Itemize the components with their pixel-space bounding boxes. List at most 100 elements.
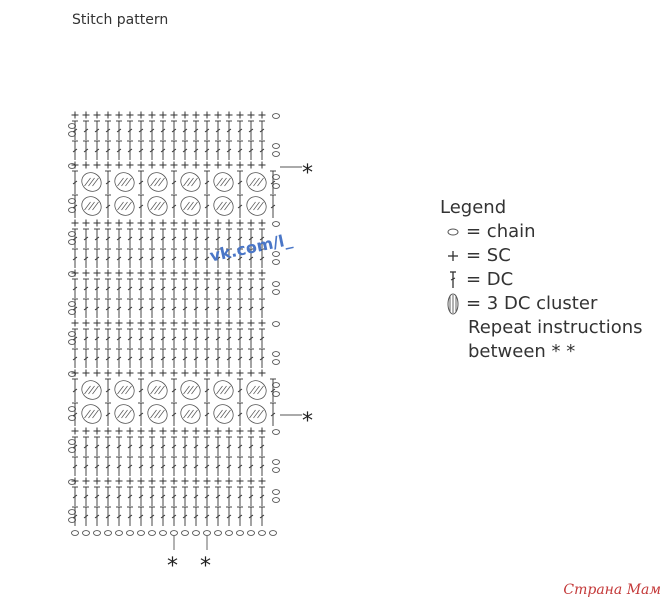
- sc-stitch: [258, 477, 266, 485]
- sc-stitch: [159, 319, 167, 327]
- dc-stitch: [105, 278, 111, 298]
- dc-stitch: [138, 486, 144, 506]
- dc-stitch: [116, 436, 122, 456]
- turning-chain: [68, 163, 76, 169]
- dc-stitch: [138, 278, 144, 298]
- dc-stitch: [259, 298, 265, 318]
- cluster-icon: [440, 292, 466, 316]
- dc-stitch: [127, 436, 133, 456]
- dc-stitch: [105, 194, 111, 218]
- dc-stitch: [138, 328, 144, 348]
- dc-stitch: [259, 278, 265, 298]
- dc-stitch: [237, 140, 243, 160]
- turning-chain: [68, 517, 76, 523]
- turning-chain: [68, 415, 76, 421]
- sc-stitch: [159, 269, 167, 277]
- sc-stitch: [159, 111, 167, 119]
- dc-stitch: [72, 140, 78, 160]
- dc-stitch: [226, 506, 232, 526]
- dc-stitch: [248, 140, 254, 160]
- dc-stitch: [105, 328, 111, 348]
- sc-stitch: [115, 319, 123, 327]
- dc-stitch: [138, 194, 144, 218]
- turning-chain: [68, 406, 76, 412]
- legend-text-chain: = chain: [466, 221, 536, 242]
- dc-stitch: [237, 278, 243, 298]
- turning-chain: [68, 439, 76, 445]
- turning-chain: [68, 339, 76, 345]
- sc-stitch: [71, 269, 79, 277]
- chain-stitch: [236, 530, 244, 536]
- dc-stitch: [237, 436, 243, 456]
- dc-stitch: [160, 506, 166, 526]
- sc-stitch: [258, 319, 266, 327]
- dc-stitch: [105, 140, 111, 160]
- dc-stitch: [149, 486, 155, 506]
- sc-stitch: [148, 427, 156, 435]
- sc-stitch: [159, 161, 167, 169]
- legend-text-cluster: = 3 DC cluster: [466, 293, 598, 314]
- dc-stitch: [171, 140, 177, 160]
- sc-stitch: [214, 269, 222, 277]
- dc-stitch: [237, 506, 243, 526]
- turning-chain: [272, 251, 280, 257]
- sc-stitch: [192, 111, 200, 119]
- dc-stitch: [94, 248, 100, 268]
- dc-stitch: [215, 140, 221, 160]
- sc-stitch: [203, 269, 211, 277]
- sc-stitch: [214, 111, 222, 119]
- dc-stitch: [171, 248, 177, 268]
- sc-stitch: [170, 427, 178, 435]
- dc-stitch: [193, 140, 199, 160]
- sc-stitch: [148, 477, 156, 485]
- dc-stitch: [204, 402, 210, 426]
- dc-stitch: [248, 228, 254, 248]
- turning-chain: [272, 429, 280, 435]
- dc-stitch: [127, 140, 133, 160]
- sc-stitch: [225, 427, 233, 435]
- cluster-stitch: [147, 172, 168, 192]
- dc-stitch: [248, 328, 254, 348]
- sc-stitch: [82, 427, 90, 435]
- dc-stitch: [215, 228, 221, 248]
- sc-stitch: [115, 369, 123, 377]
- dc-stitch: [204, 436, 210, 456]
- dc-stitch: [105, 456, 111, 476]
- dc-stitch: [248, 456, 254, 476]
- turning-chain: [272, 359, 280, 365]
- cluster-stitch: [246, 380, 267, 400]
- cluster-stitch: [114, 196, 135, 216]
- dc-stitch: [204, 120, 210, 140]
- legend-item-chain: = chain: [440, 220, 643, 244]
- sc-stitch: [104, 111, 112, 119]
- dc-stitch: [105, 248, 111, 268]
- repeat-note-line1: Repeat instructions: [468, 317, 643, 338]
- sc-stitch: [115, 269, 123, 277]
- dc-stitch: [215, 486, 221, 506]
- dc-stitch: [182, 486, 188, 506]
- dc-stitch: [149, 436, 155, 456]
- dc-stitch: [270, 170, 276, 194]
- dc-stitch: [94, 506, 100, 526]
- dc-stitch: [94, 298, 100, 318]
- sc-stitch: [126, 161, 134, 169]
- dc-stitch: [204, 328, 210, 348]
- dc-stitch: [105, 436, 111, 456]
- dc-stitch: [215, 298, 221, 318]
- dc-stitch: [182, 436, 188, 456]
- cluster-stitch: [114, 172, 135, 192]
- sc-stitch: [181, 369, 189, 377]
- repeat-marker-bottom-left: *: [167, 554, 178, 579]
- dc-stitch: [193, 506, 199, 526]
- sc-stitch: [236, 369, 244, 377]
- dc-stitch: [259, 436, 265, 456]
- sc-stitch: [159, 219, 167, 227]
- dc-stitch: [171, 194, 177, 218]
- dc-stitch: [72, 436, 78, 456]
- dc-stitch: [160, 486, 166, 506]
- sc-stitch: [170, 369, 178, 377]
- legend-item-sc: = SC: [440, 244, 643, 268]
- dc-stitch: [149, 248, 155, 268]
- sc-stitch: [93, 111, 101, 119]
- sc-stitch: [115, 111, 123, 119]
